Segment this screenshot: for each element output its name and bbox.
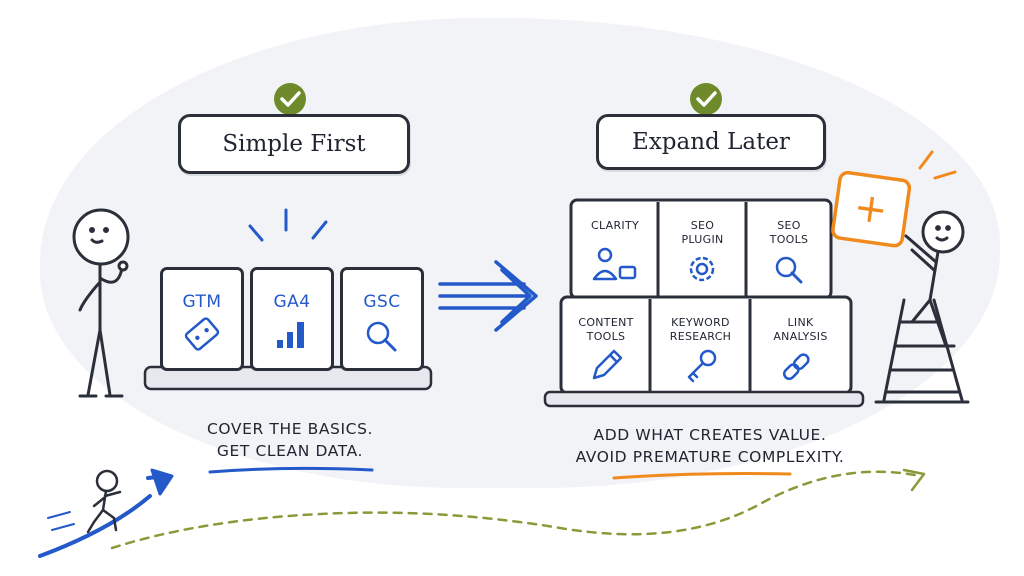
caption-right: Add what creates value. Avoid premature … bbox=[560, 424, 860, 468]
link-icon bbox=[782, 353, 810, 381]
stick-figure-right bbox=[903, 210, 965, 348]
cell-link-analysis: Link Analysis bbox=[753, 300, 848, 390]
caption-left: Cover the basics. Get clean data. bbox=[170, 418, 410, 462]
ladder bbox=[874, 298, 970, 404]
cell-seo-tools-line1: Seo bbox=[777, 219, 801, 232]
caption-left-line2: Get clean data. bbox=[216, 442, 364, 460]
key-icon bbox=[687, 349, 717, 383]
cell-content-tools-line2: Tools bbox=[586, 330, 626, 343]
bar-chart-icon bbox=[277, 322, 304, 348]
spark-lines bbox=[248, 208, 328, 242]
cell-keyword-research-line2: Research bbox=[669, 330, 732, 343]
cell-seo-plugin-line1: Seo bbox=[690, 219, 715, 232]
cell-seo-plugin-line2: Plugin bbox=[681, 233, 724, 246]
caption-left-line1: Cover the basics. bbox=[206, 420, 374, 438]
background-blob bbox=[40, 18, 1000, 488]
tile-gtm: GTM bbox=[160, 267, 244, 371]
tag-icon bbox=[184, 317, 220, 351]
plus-symbol: + bbox=[850, 183, 892, 235]
right-underline bbox=[612, 472, 792, 480]
plus-box bbox=[831, 170, 912, 248]
header-simple-first: Simple First bbox=[178, 114, 410, 174]
dashed-path bbox=[110, 470, 922, 550]
left-underline bbox=[208, 466, 374, 474]
cell-content-tools-label: Content Tools bbox=[566, 316, 646, 344]
caption-right-line2: Avoid premature complexity. bbox=[575, 448, 845, 466]
header-expand-later-label: Expand Later bbox=[632, 129, 790, 155]
cell-keyword-research-label: Keyword Research bbox=[655, 316, 746, 344]
stick-figure-left bbox=[72, 208, 130, 398]
cell-keyword-research-line1: Keyword bbox=[671, 316, 730, 329]
tile-gsc-label: GSC bbox=[363, 292, 401, 312]
check-icon-left bbox=[274, 83, 306, 115]
cell-clarity: Clarity bbox=[574, 203, 656, 295]
dashed-path-arrowhead bbox=[902, 468, 926, 492]
cell-seo-plugin-label: Seo Plugin bbox=[663, 219, 742, 247]
cell-seo-tools-line2: Tools bbox=[769, 233, 809, 246]
big-arrow bbox=[438, 260, 538, 332]
cell-seo-tools-label: Seo Tools bbox=[751, 219, 827, 247]
cell-link-analysis-line1: Link bbox=[787, 316, 814, 329]
check-icon-right bbox=[690, 83, 722, 115]
user-screen-icon bbox=[592, 247, 637, 281]
header-simple-first-label: Simple First bbox=[222, 131, 366, 157]
tile-ga4-label: GA4 bbox=[273, 292, 311, 312]
tile-ga4: GA4 bbox=[250, 267, 334, 371]
cell-content-tools: Content Tools bbox=[564, 300, 648, 390]
cell-keyword-research: Keyword Research bbox=[653, 300, 748, 390]
tile-gsc: GSC bbox=[340, 267, 424, 371]
cell-clarity-line1: Clarity bbox=[590, 219, 639, 232]
right-platform bbox=[543, 390, 865, 408]
cell-seo-tools: Seo Tools bbox=[749, 203, 829, 295]
search-icon bbox=[775, 256, 803, 284]
cell-link-analysis-line2: Analysis bbox=[773, 330, 828, 343]
plus-box-sparks bbox=[918, 150, 957, 180]
cell-link-analysis-label: Link Analysis bbox=[755, 316, 846, 344]
header-expand-later: Expand Later bbox=[596, 114, 826, 170]
growth-arrow bbox=[38, 468, 174, 558]
cell-seo-plugin: Seo Plugin bbox=[661, 203, 744, 295]
caption-right-line1: Add what creates value. bbox=[593, 426, 827, 444]
search-icon bbox=[366, 321, 397, 352]
pencil-icon bbox=[592, 349, 623, 380]
cell-content-tools-line1: Content bbox=[578, 316, 634, 329]
tile-gtm-label: GTM bbox=[182, 292, 222, 312]
cell-clarity-label: Clarity bbox=[576, 219, 654, 233]
stick-figure-runner bbox=[86, 469, 122, 534]
gear-icon bbox=[689, 256, 715, 282]
